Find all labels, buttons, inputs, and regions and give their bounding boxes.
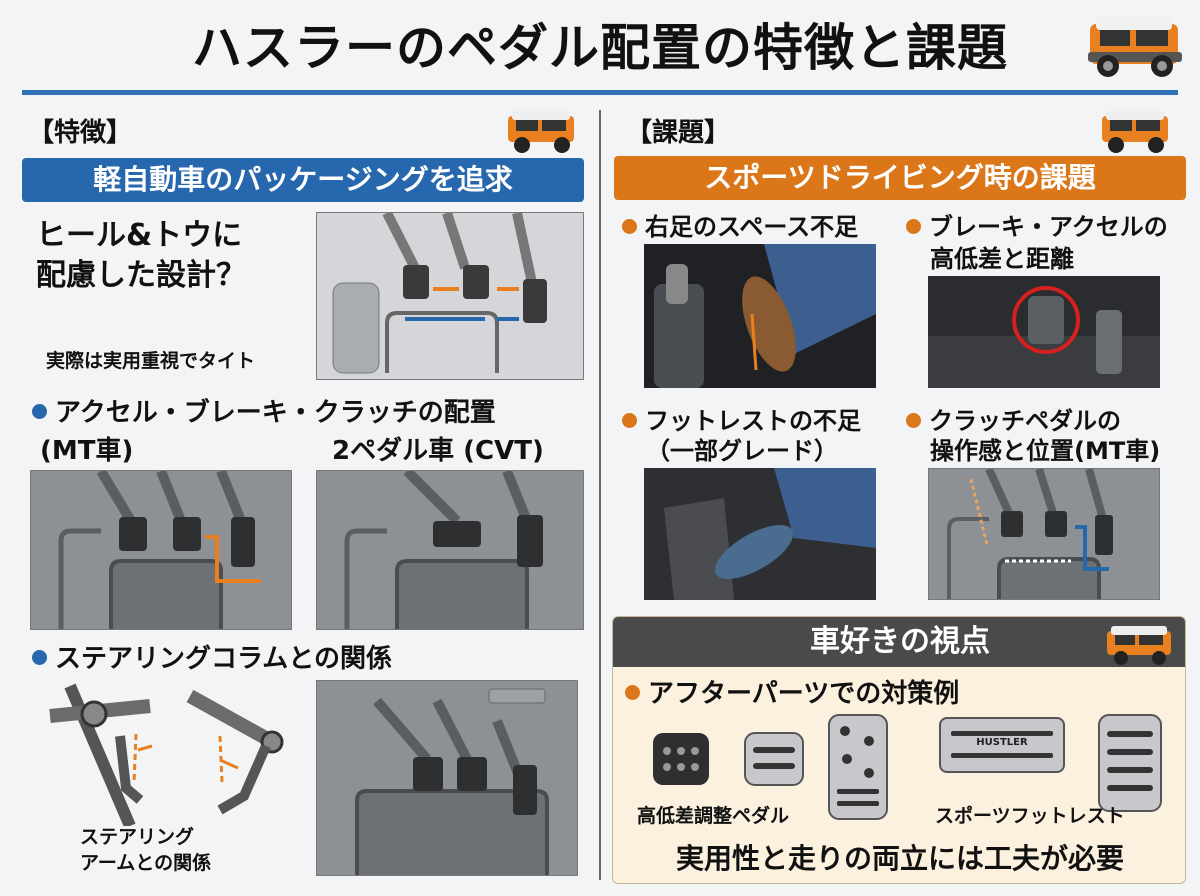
bullet-icon: [622, 412, 637, 428]
pedal-diagram-heel-toe: [316, 212, 584, 380]
steering-caption-line2: アームとの関係: [80, 852, 212, 874]
issue-4-label-line2: 操作感と位置(MT車): [930, 437, 1161, 465]
features-header: 【特徴】: [28, 118, 133, 148]
page-title: ハスラーのペダル配置の特徴と課題: [192, 19, 1008, 77]
issue-1-label: 右足のスペース不足: [622, 210, 858, 244]
enthusiast-view-box: 車好きの視点 アフターパーツでの対策例 高低差調整ペダル HUSTLER スポー…: [612, 616, 1186, 884]
car-icon: [1088, 16, 1182, 77]
bullet-icon: [906, 218, 921, 234]
issue-1-photo: [644, 244, 876, 388]
issue-2-label-line1: ブレーキ・アクセルの: [906, 210, 1168, 244]
cvt-pedal-diagram: [316, 470, 584, 630]
bullet-icon: [32, 404, 47, 419]
issue-4-diagram: [928, 468, 1160, 600]
steering-pedal-diagram: [316, 680, 578, 876]
cvt-label: 2ペダル車 (CVT): [332, 436, 544, 466]
bullet-icon: [622, 218, 637, 234]
steering-caption-line1: ステアリング: [80, 826, 195, 848]
issue-2-photo: [928, 276, 1160, 388]
heel-toe-line1: ヒール&トウに: [36, 218, 243, 253]
mt-label: (MT車): [40, 436, 134, 466]
pedal-icon: [653, 733, 709, 785]
footrest-caption: スポーツフットレスト: [935, 805, 1125, 827]
car-icon: [1102, 111, 1168, 153]
mt-pedal-diagram: [30, 470, 292, 630]
column-divider: [599, 110, 601, 880]
heel-toe-line2: 配慮した設計？: [36, 258, 246, 293]
view-header: 車好きの視点: [613, 617, 1185, 667]
issues-banner: スポーツドライビング時の課題: [614, 156, 1186, 200]
pedal-icon: [828, 714, 888, 820]
steering-heading: ステアリングコラムとの関係: [32, 642, 392, 676]
footrest-brand: HUSTLER: [976, 737, 1028, 748]
footrest-icon: [1098, 714, 1162, 812]
footrest-icon: HUSTLER: [939, 717, 1065, 773]
steering-arm-illustration: [49, 683, 284, 826]
car-icon: [1107, 626, 1171, 665]
bullet-icon: [625, 685, 640, 700]
issue-3-label-line1: フットレストの不足: [622, 404, 861, 438]
tight-note: 実際は実用重視でタイト: [46, 350, 256, 372]
features-banner: 軽自動車のパッケージングを追求: [22, 158, 584, 202]
pedal-icon: [744, 732, 804, 786]
issue-4-label-line1: クラッチペダルの: [906, 404, 1121, 438]
view-heading: アフターパーツでの対策例: [625, 677, 959, 711]
layout-heading: アクセル・ブレーキ・クラッチの配置: [32, 396, 496, 430]
issues-header: 【課題】: [626, 118, 731, 148]
issue-3-photo: [644, 468, 876, 600]
conclusion-text: 実用性と走りの両立には工夫が必要: [675, 842, 1124, 875]
issue-3-label-line2: （一部グレード）: [646, 437, 838, 465]
issue-2-label-line2: 高低差と距離: [930, 245, 1074, 273]
title-rule: [22, 90, 1178, 95]
pedal-caption: 高低差調整ペダル: [637, 805, 790, 827]
bullet-icon: [906, 412, 921, 428]
car-icon: [508, 111, 574, 153]
bullet-icon: [32, 650, 47, 665]
